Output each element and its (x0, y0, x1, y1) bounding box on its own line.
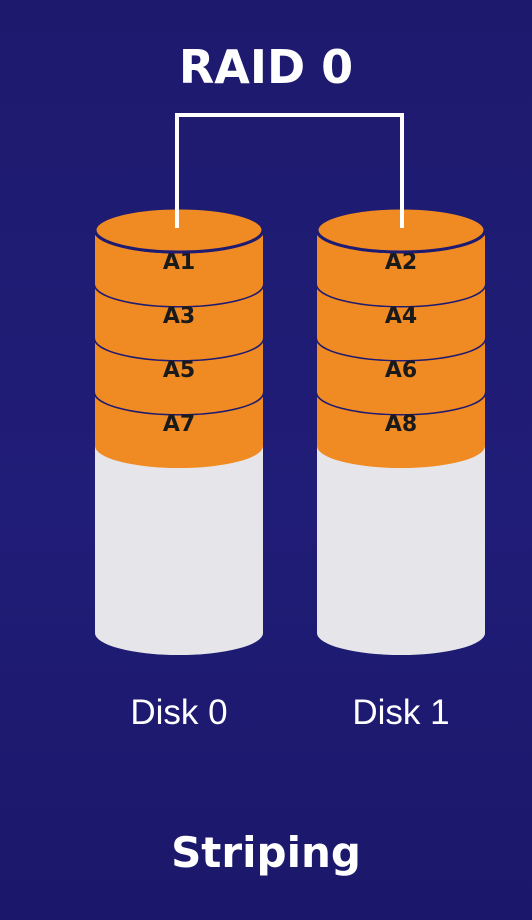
disk-bottom (317, 611, 485, 655)
disk-0-label: Disk 0 (130, 693, 228, 732)
block-label: A3 (163, 304, 195, 329)
disk-1-label: Disk 1 (352, 693, 450, 732)
disk-block-bottom (317, 370, 485, 414)
block-label: A4 (385, 304, 417, 329)
disk-1: A8 A6 A4 A2 (315, 206, 487, 655)
disk-0: A7 A5 A3 A1 (93, 206, 265, 655)
raid-connector-line (175, 113, 404, 228)
disk-bottom (95, 611, 263, 655)
block-label: A5 (163, 358, 195, 383)
disk-block-bottom (317, 316, 485, 360)
block-label: A7 (163, 412, 195, 437)
block-label: A2 (385, 250, 417, 275)
diagram-title: RAID 0 (178, 40, 354, 94)
block-label: A6 (385, 358, 417, 383)
block-label: A1 (163, 250, 195, 275)
disk-block-bottom (317, 424, 485, 468)
footer-caption: Striping (171, 828, 361, 877)
disk-block-bottom (95, 316, 263, 360)
block-label: A8 (385, 412, 417, 437)
disk-block-bottom (95, 262, 263, 306)
disk-empty-body (317, 446, 485, 633)
disk-block-bottom (317, 262, 485, 306)
disk-empty-body (95, 446, 263, 633)
disk-block-bottom (95, 370, 263, 414)
disk-block-bottom (95, 424, 263, 468)
